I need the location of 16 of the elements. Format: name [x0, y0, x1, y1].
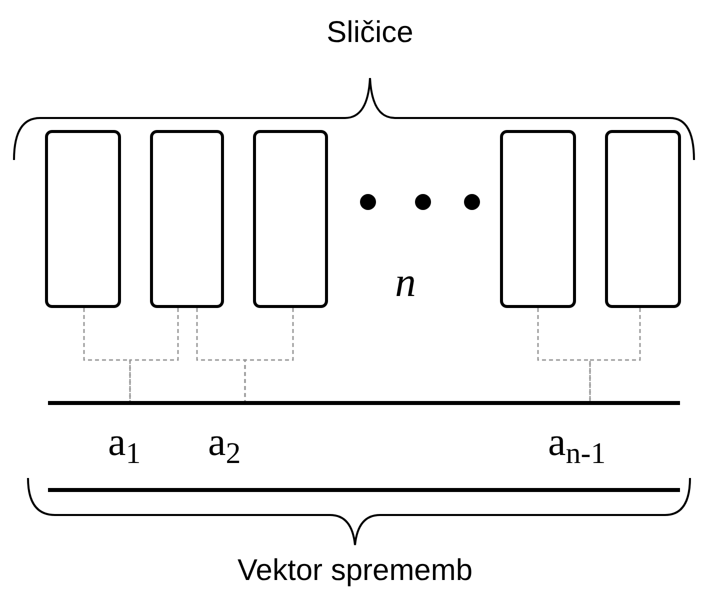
dashed-connector [589, 308, 641, 401]
vector-element-label: a$_{2}$ [208, 418, 241, 472]
vector-element-label: a$_{n-1}$ [548, 418, 606, 472]
caption-label: Sličice [326, 15, 414, 51]
dashed-connector [537, 308, 591, 401]
frame-box [500, 130, 576, 308]
vector-element-label: a$_{1}$ [108, 418, 141, 472]
frame-box [253, 130, 328, 308]
count-label: n [395, 259, 416, 308]
frame-box [605, 130, 681, 308]
dashed-connector [129, 308, 179, 401]
dashed-connector [83, 308, 131, 401]
caption-label: Vektor sprememb [236, 553, 474, 589]
dashed-connector [244, 308, 294, 401]
frame-box [150, 130, 224, 308]
frame-box [45, 130, 121, 308]
